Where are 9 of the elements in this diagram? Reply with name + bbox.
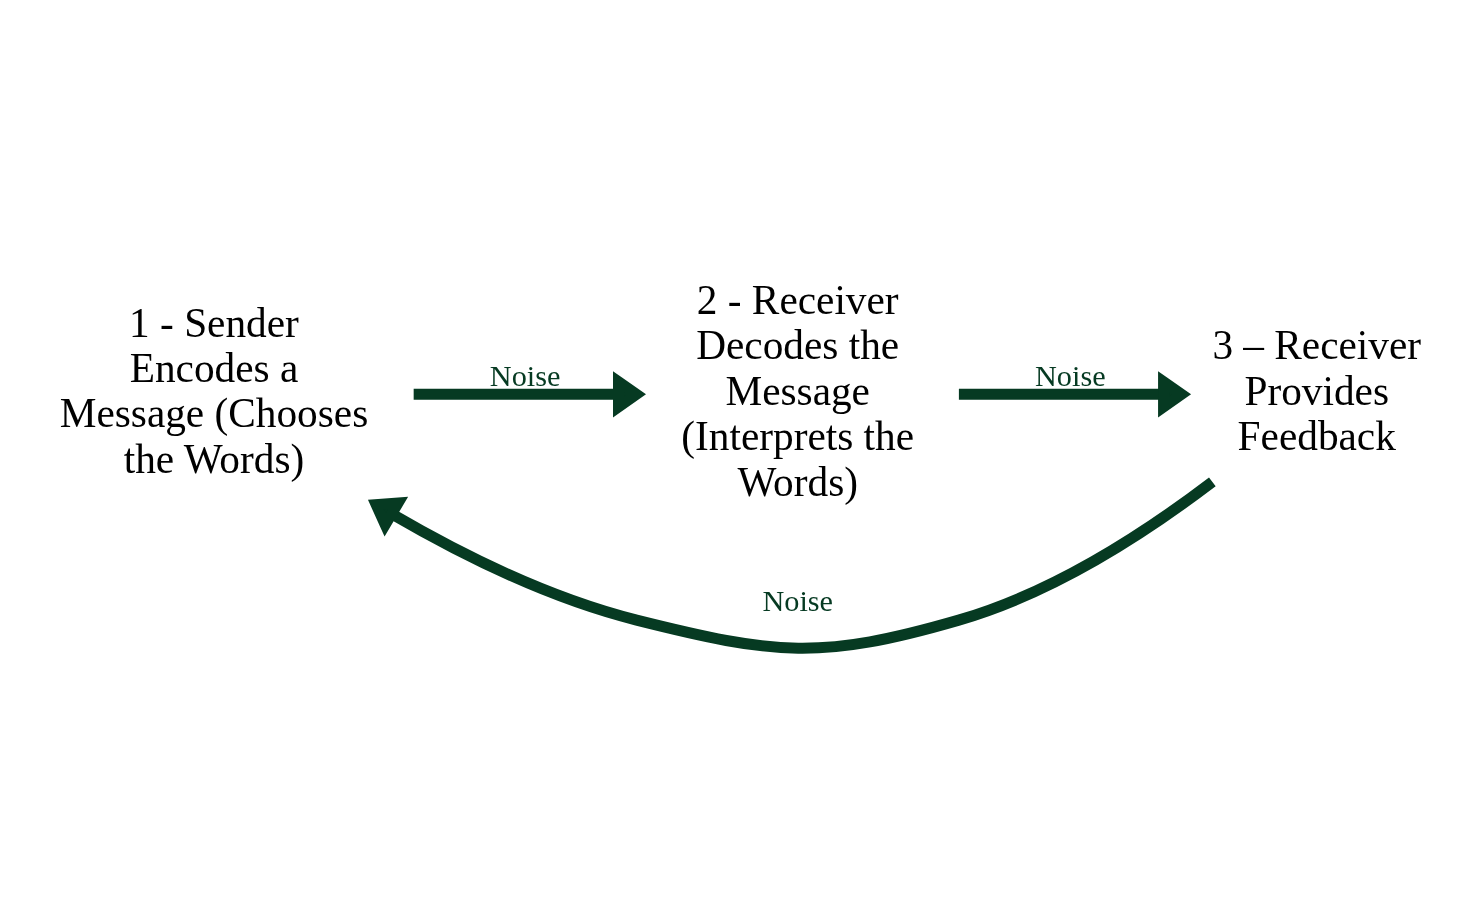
arrow bbox=[367, 477, 1216, 654]
edge-label: Noise bbox=[762, 584, 834, 619]
edge-label: Noise bbox=[489, 358, 561, 393]
arrow bbox=[413, 371, 646, 418]
edge-label: Noise bbox=[1034, 358, 1106, 393]
node-text: 1 - Sender Encodes a Message (Chooses the Words) bbox=[59, 299, 369, 482]
node-text: 3 – Receiver Provides Feedback bbox=[1212, 322, 1422, 460]
node-text: 2 - Receiver Decodes the Message (Interprets the Words) bbox=[681, 276, 915, 505]
arrow bbox=[958, 371, 1192, 418]
